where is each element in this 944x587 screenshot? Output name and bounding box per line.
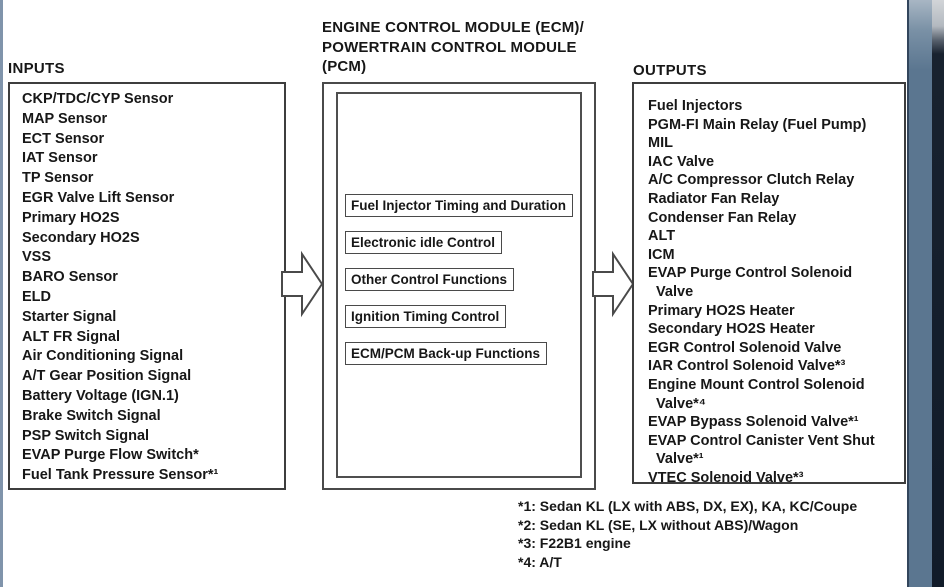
ecm-function-box: Ignition Timing Control xyxy=(345,305,507,328)
output-item: Fuel Injectors xyxy=(648,98,743,114)
footnote-line: *3: F22B1 engine xyxy=(518,535,631,551)
input-item: TP Sensor xyxy=(22,170,94,187)
output-item: Primary HO2S Heater xyxy=(648,302,795,319)
input-item: ELD xyxy=(22,288,51,305)
input-item: VSS xyxy=(22,249,52,266)
inputs-section-label: INPUTS xyxy=(8,60,65,77)
outputs-section-label: OUTPUTS xyxy=(633,62,707,79)
output-item: EVAP Purge Control Solenoid xyxy=(648,265,853,282)
input-item: Fuel Tank Pressure Sensor*¹ xyxy=(22,467,219,484)
output-item: Valve*¹ xyxy=(648,451,704,468)
output-item: PGM-FI Main Relay (Fuel Pump) xyxy=(648,116,867,133)
input-item: ALT FR Signal xyxy=(22,328,121,345)
ecm-function-box: Electronic idle Control xyxy=(345,231,503,254)
footnote-line: *2: Sedan KL (SE, LX without ABS)/Wagon xyxy=(518,516,799,533)
ecm-to-outputs-arrow-icon xyxy=(592,250,634,318)
ecm-function-box: ECM/PCM Back-up Functions xyxy=(345,342,548,365)
output-item: IAC Valve xyxy=(648,153,715,170)
input-item: Starter Signal xyxy=(22,308,117,325)
output-item: Valve*⁴ xyxy=(648,395,706,412)
input-item: Air Conditioning Signal xyxy=(22,348,184,365)
output-item: Condenser Fan Relay xyxy=(648,209,797,226)
output-item: Valve xyxy=(648,283,694,300)
input-item: EVAP Purge Flow Switch* xyxy=(22,447,199,464)
input-item: Battery Voltage (IGN.1) xyxy=(22,387,179,404)
ecm-pcm-title-line3: (PCM) xyxy=(322,58,367,75)
input-item: Secondary HO2S xyxy=(22,229,140,246)
input-item: PSP Switch Signal xyxy=(22,427,150,444)
input-item: A/T Gear Position Signal xyxy=(22,368,192,385)
output-item: EGR Control Solenoid Valve xyxy=(648,339,842,356)
input-item: ECT Sensor xyxy=(22,130,105,147)
inputs-to-ecm-arrow-icon xyxy=(281,250,323,318)
output-item: Engine Mount Control Solenoid xyxy=(648,376,865,393)
ecm-function-box: Fuel Injector Timing and Duration xyxy=(345,194,574,217)
ecm-pcm-title-line2: POWERTRAIN CONTROL MODULE xyxy=(322,38,577,56)
footnote-line: *1: Sedan KL (LX with ABS, DX, EX), KA, … xyxy=(518,498,858,514)
output-item: Secondary HO2S Heater xyxy=(648,321,815,338)
outputs-box xyxy=(632,82,906,484)
input-item: Primary HO2S xyxy=(22,209,120,226)
output-item: VTEC Solenoid Valve*³ xyxy=(648,469,804,486)
inputs-box xyxy=(8,82,286,490)
output-item: Radiator Fan Relay xyxy=(648,190,780,207)
output-item: A/C Compressor Clutch Relay xyxy=(648,172,855,189)
footnotes: *1: Sedan KL (LX with ABS, DX, EX), KA, … xyxy=(518,497,857,571)
output-item: ALT xyxy=(648,228,676,245)
window-edge-navy-bar xyxy=(932,0,944,587)
footnote-line: *4: A/T xyxy=(518,553,562,570)
window-edge-steel-bar xyxy=(907,0,934,587)
input-item: IAT Sensor xyxy=(22,150,98,167)
page-left-edge-line xyxy=(0,0,3,587)
input-item: CKP/TDC/CYP Sensor xyxy=(22,91,174,107)
input-item: MAP Sensor xyxy=(22,110,108,127)
output-item: ICM xyxy=(648,246,675,263)
input-item: Brake Switch Signal xyxy=(22,407,161,424)
input-item: EGR Valve Lift Sensor xyxy=(22,189,175,206)
ecm-pcm-title: ENGINE CONTROL MODULE (ECM)/ POWERTRAIN … xyxy=(322,18,584,77)
input-item: BARO Sensor xyxy=(22,269,118,286)
output-item: EVAP Bypass Solenoid Valve*¹ xyxy=(648,414,859,431)
ecm-pcm-title-line1: ENGINE CONTROL MODULE (ECM)/ xyxy=(322,19,584,36)
ecm-function-box: Other Control Functions xyxy=(345,268,514,291)
output-item: IAR Control Solenoid Valve*³ xyxy=(648,358,846,375)
output-item: MIL xyxy=(648,135,673,152)
output-item: EVAP Control Canister Vent Shut xyxy=(648,432,875,449)
